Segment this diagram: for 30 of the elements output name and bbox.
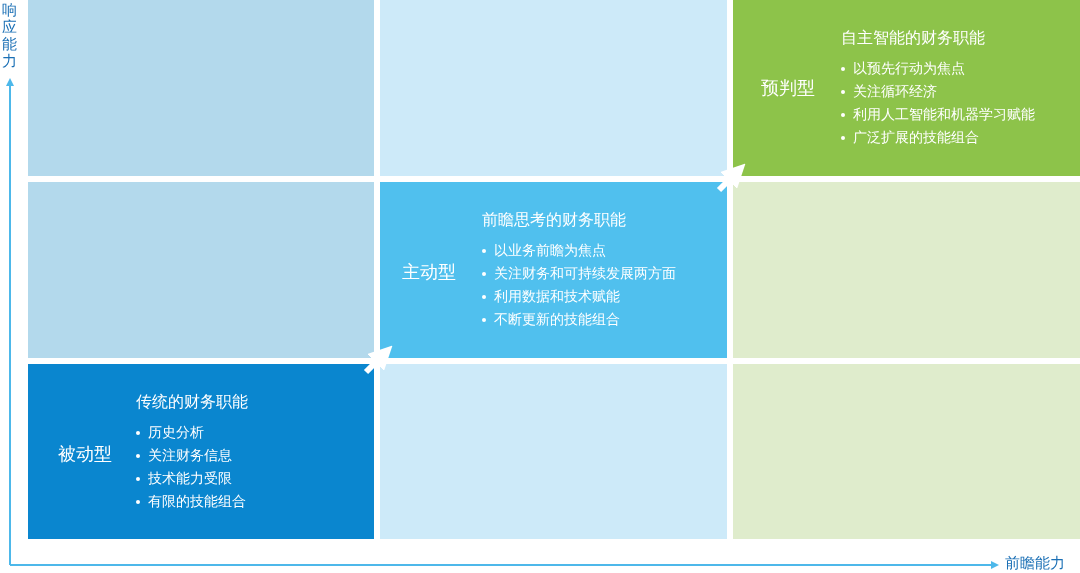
quadrant-card	[380, 182, 727, 358]
bullet-text: 关注循环经济	[853, 83, 937, 99]
bullet-text: 关注财务信息	[148, 447, 232, 463]
bullet-text: 以业务前瞻为焦点	[494, 242, 606, 258]
bullet-text: 历史分析	[148, 424, 204, 440]
bullet-text: 利用人工智能和机器学习赋能	[853, 106, 1035, 122]
grid-cell	[733, 182, 1080, 358]
grid-cell	[380, 0, 727, 176]
bullet-text: 以预先行动为焦点	[853, 60, 965, 76]
type-label: 主动型	[402, 260, 456, 284]
axis-label: 前瞻能力	[1005, 554, 1065, 573]
grid-cell	[380, 364, 727, 539]
bullet-text: 关注财务和可持续发展两方面	[494, 265, 676, 281]
quadrant-card	[733, 0, 1080, 176]
bullet-text: 有限的技能组合	[148, 493, 246, 509]
card-heading: 传统的财务职能	[136, 392, 248, 413]
grid-cell	[733, 364, 1080, 539]
bullet-text: 不断更新的技能组合	[494, 311, 620, 327]
card-heading: 前瞻思考的财务职能	[482, 210, 627, 231]
grid-cell	[28, 0, 374, 176]
type-label: 预判型	[761, 76, 815, 100]
quadrant-card	[28, 364, 374, 539]
grid-cell	[28, 182, 374, 358]
type-label: 被动型	[58, 442, 112, 466]
arrow	[716, 163, 746, 193]
card-heading: 自主智能的财务职能	[841, 28, 986, 49]
bullet-text: 技术能力受限	[148, 470, 232, 486]
bullet-text: 广泛扩展的技能组合	[853, 129, 979, 145]
bullet-text: 利用数据和技术赋能	[494, 288, 620, 304]
arrow	[363, 345, 393, 375]
